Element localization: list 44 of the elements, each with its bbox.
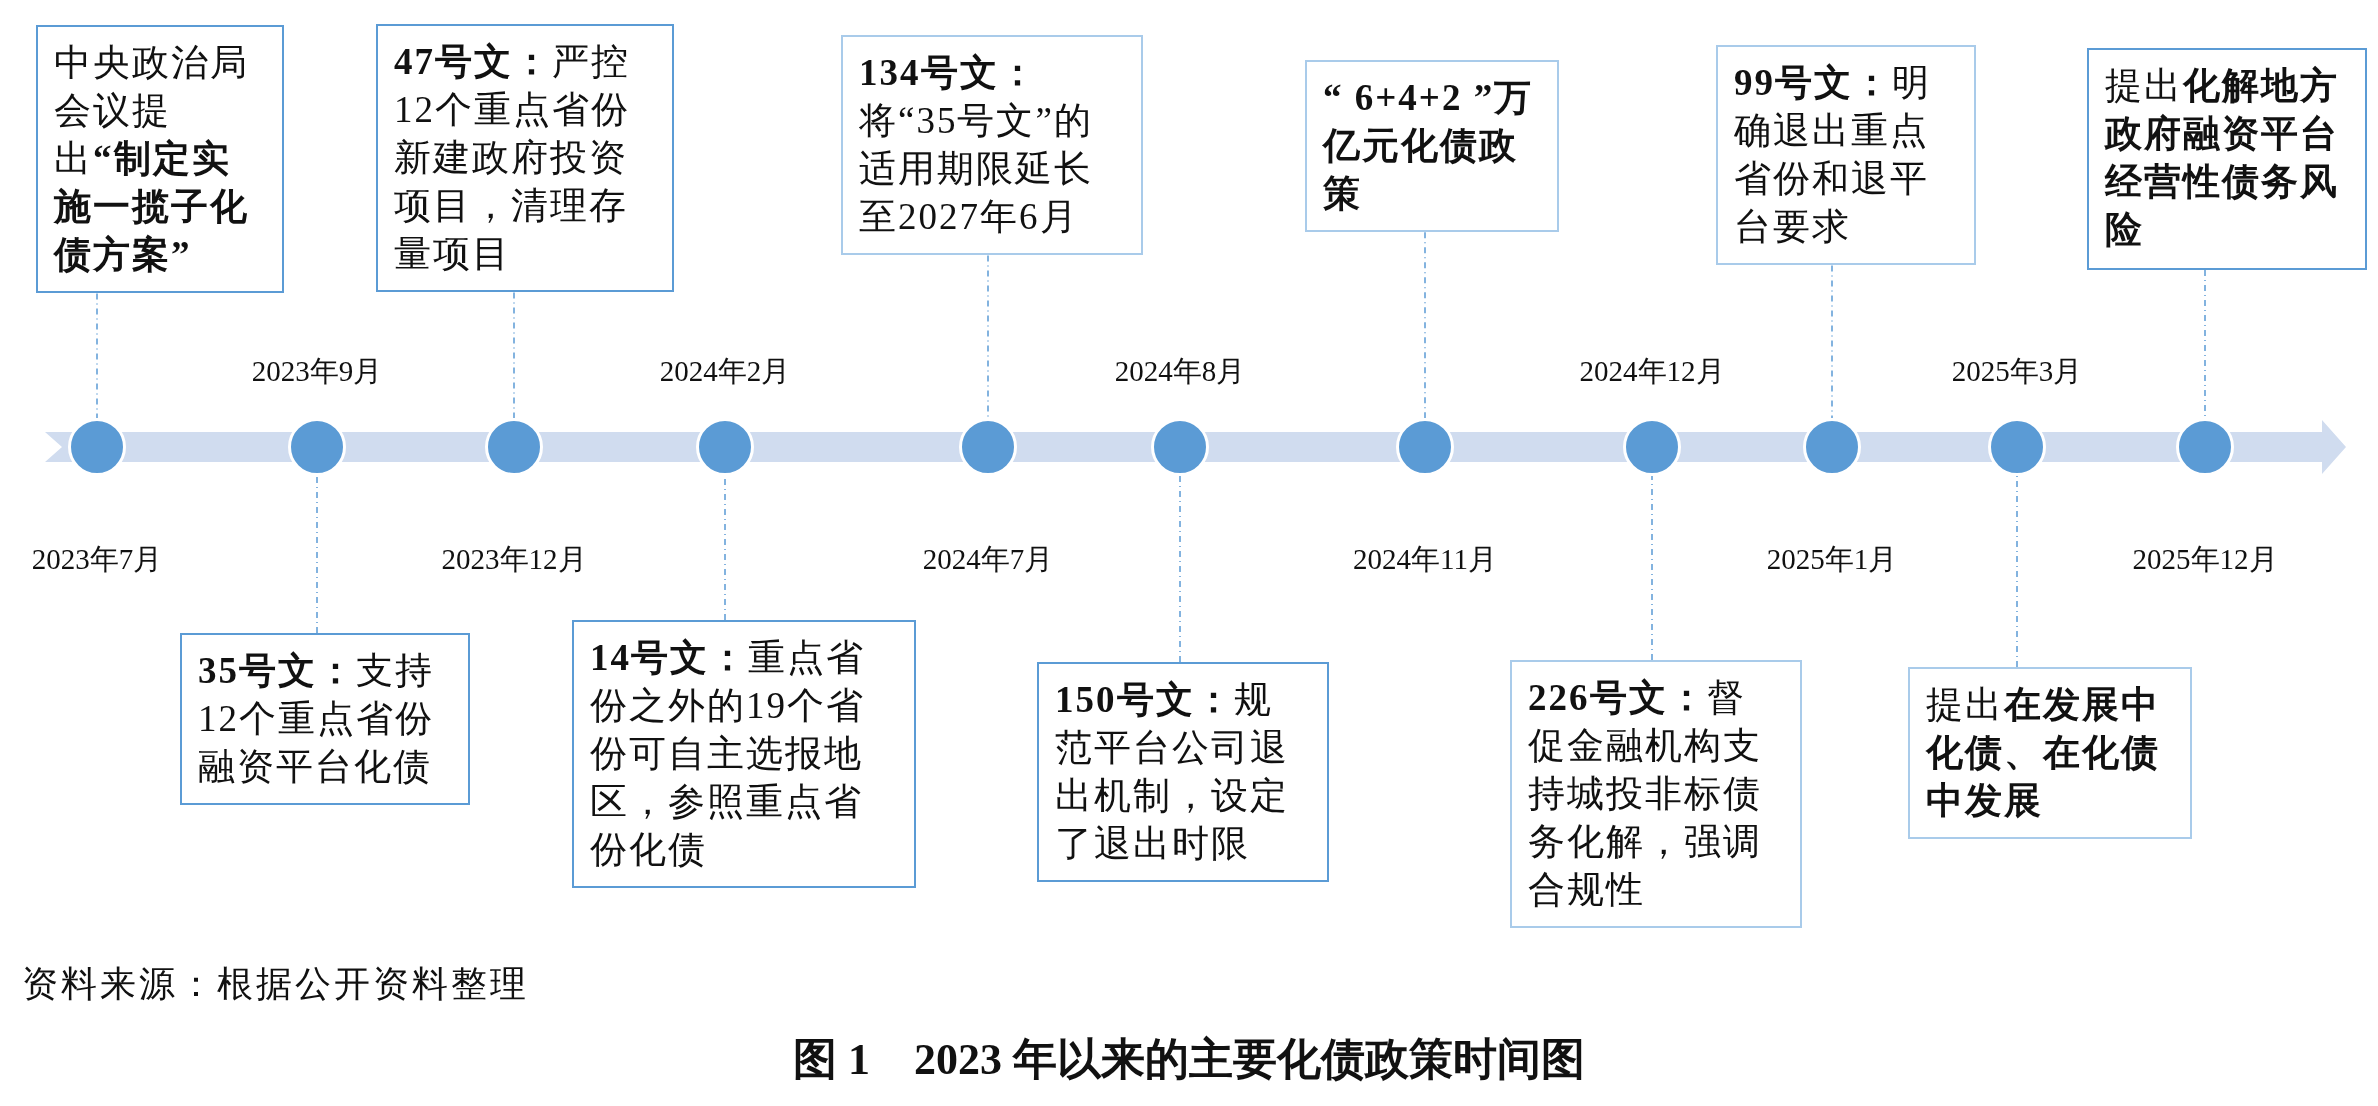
date-label: 2025年1月 (1766, 542, 1898, 577)
event-text: “ 6+4+2 ”万亿元化债政策 (1323, 76, 1535, 217)
date-label: 2023年7月 (31, 542, 163, 577)
leader-line (96, 292, 98, 419)
figure-caption: 图 1 2023 年以来的主要化债政策时间图 (792, 1034, 1586, 1086)
event-box (572, 620, 916, 889)
event-text: 134号文：将“35号文”的适用期限延长至2027年6月 (859, 51, 1094, 240)
event-text: 150号文：规范平台公司退出机制，设定了退出时限 (1055, 678, 1290, 867)
date-label: 2023年9月 (251, 354, 383, 389)
event-text: 47号文：严控12个重点省份新建政府投资项目，清理存量项目 (394, 40, 631, 277)
event-box (1716, 45, 1976, 266)
event-box (1510, 660, 1802, 929)
date-label: 2024年8月 (1114, 354, 1246, 389)
event-box (1037, 662, 1329, 883)
date-label: 2024年7月 (922, 542, 1054, 577)
date-label: 2024年11月 (1353, 542, 1497, 577)
event-box (1305, 60, 1559, 233)
event-text: 226号文：督促金融机构支持城投非标债务化解，强调合规性 (1528, 676, 1763, 913)
leader-line (1179, 475, 1181, 663)
leader-line (1424, 231, 1426, 419)
source-note: 资料来源：根据公开资料整理 (22, 962, 529, 1006)
leader-line (1831, 264, 1833, 419)
leader-line (987, 254, 989, 419)
date-label: 2024年2月 (659, 354, 791, 389)
leader-line (513, 291, 515, 419)
event-text: 99号文：明确退出重点省份和退平台要求 (1734, 61, 1932, 250)
date-label: 2025年3月 (1951, 354, 2083, 389)
event-text: 14号文：重点省份之外的19个省份可自主选报地区，参照重点省份化债 (590, 636, 866, 873)
event-box (1908, 667, 2192, 840)
event-box (36, 25, 284, 294)
event-text: 中央政治局会议提出“制定实施一揽子化债方案” (54, 41, 250, 278)
date-label: 2023年12月 (441, 542, 587, 577)
date-label: 2024年12月 (1579, 354, 1725, 389)
leader-line (2204, 269, 2206, 419)
leader-line (316, 475, 318, 634)
event-text: 提出化解地方政府融资平台经营性债务风险 (2105, 64, 2340, 253)
date-label: 2025年12月 (2132, 542, 2278, 577)
event-box (841, 35, 1143, 256)
event-text: 提出在发展中化债、在化债中发展 (1926, 683, 2161, 824)
event-text: 35号文：支持12个重点省份融资平台化债 (198, 649, 435, 790)
event-box (180, 633, 470, 806)
event-box (376, 24, 674, 293)
leader-line (1651, 475, 1653, 661)
event-box (2087, 48, 2367, 270)
